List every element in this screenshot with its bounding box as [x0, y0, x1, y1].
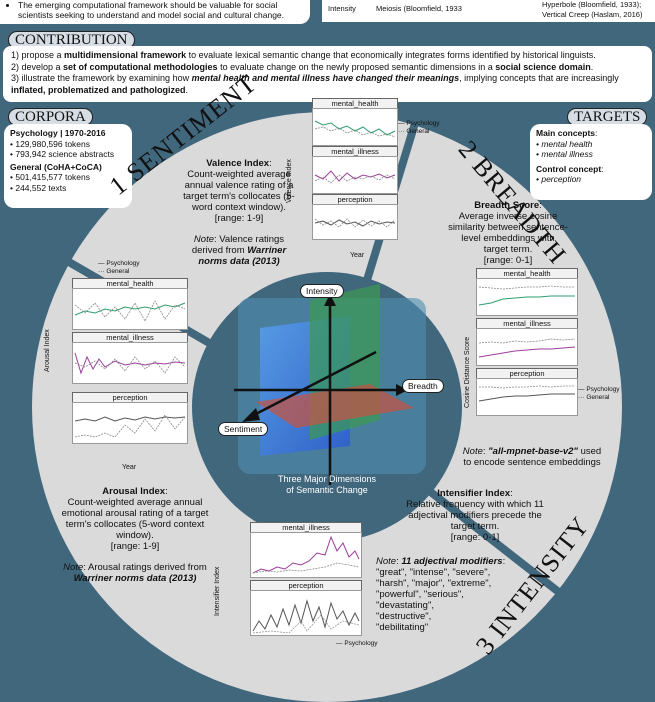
targets-box: Main concepts: • mental health • mental …	[530, 124, 652, 200]
modifier-line: "great", "intense", "severe",	[376, 567, 491, 578]
intensity-note: Note: 11 adjectival modifiers: "great", …	[376, 556, 516, 633]
intensity-plane	[256, 384, 414, 428]
corpora-header: CORPORA	[8, 108, 93, 126]
corpora-gen-item: • 501,415,577 tokens	[10, 172, 91, 182]
top-note-box: The emerging computational framework sho…	[0, 0, 310, 24]
intensifier-index-text: Intensifier Index: Relative frequency wi…	[406, 488, 544, 543]
contribution-item-3: 3) illustrate the framework by examining…	[11, 73, 619, 95]
targets-header: TARGETS	[567, 108, 648, 126]
modifier-line: "destructive",	[376, 611, 432, 622]
top-note-bullet: The emerging computational framework sho…	[18, 0, 304, 20]
valence-chart-p	[312, 204, 398, 240]
arousal-chart-p	[72, 402, 188, 444]
modifier-line: "harsh", "major", "extreme",	[376, 578, 492, 589]
top-table-col2a: Hyperbole (Bloomfield, 1933);	[542, 0, 642, 9]
breadth-chart-mi	[476, 328, 578, 366]
arousal-index-text: Arousal Index: Count-weighted average an…	[61, 486, 209, 584]
valence-legend: — Psychology··· General	[398, 120, 440, 135]
valence-xlabel: Year	[350, 252, 365, 259]
targets-control-item: • perception	[536, 174, 582, 184]
intensity-axis-label: Intensity	[300, 284, 344, 298]
top-table-col1: Meiosis (Bloomfield, 1933	[376, 4, 462, 13]
valence-chart-mi	[312, 156, 398, 194]
corpora-gen-title: General (CoHA+CoCA)	[10, 161, 102, 172]
modifier-line: "debilitating"	[376, 622, 429, 633]
breadth-score-text: Breadth Score: Average inverse cosine si…	[448, 200, 568, 266]
breadth-plot: Cosine Distance Score mental_health ment…	[464, 268, 620, 448]
targets-main-item: • mental health	[536, 138, 593, 149]
dimension-diagram	[234, 284, 426, 485]
valence-plot: Valence Index mental_health — Psychology…	[286, 98, 440, 266]
valence-chart-mh	[312, 108, 398, 146]
modifier-line: "powerful", "serious",	[376, 589, 464, 600]
intensifier-chart-p	[250, 590, 362, 636]
corpora-psych-item: • 129,980,596 tokens	[10, 138, 91, 149]
arousal-legend: — Psychology··· General	[98, 260, 140, 275]
targets-main-item: • mental illness	[536, 149, 593, 159]
valence-ylabel: Valence Index	[286, 159, 293, 203]
contribution-item-2: 2) develop a set of computational method…	[11, 61, 594, 72]
breadth-chart-p	[476, 378, 578, 416]
intensifier-chart-mi	[250, 532, 362, 578]
contribution-box: 1) propose a multidimensional framework …	[3, 46, 652, 102]
breadth-axis-label: Breadth	[402, 379, 444, 393]
arousal-xlabel: Year	[122, 464, 137, 471]
contribution-item-1: 1) propose a multidimensional framework …	[11, 50, 596, 60]
corpora-box: Psychology | 1970-2016 • 129,980,596 tok…	[4, 124, 132, 208]
breadth-legend: — Psychology··· General	[578, 386, 620, 401]
corpora-gen-item: • 244,552 texts	[10, 182, 67, 193]
diagram-caption: Three Major Dimensions of Semantic Chang…	[277, 474, 377, 495]
arousal-chart-mh	[72, 288, 188, 330]
intensifier-legend: — Psychology	[336, 640, 378, 647]
top-table-row-label: Intensity	[328, 4, 356, 13]
modifier-line: "devastating",	[376, 600, 434, 611]
targets-control-label: Control concept	[536, 163, 602, 174]
contribution-header: CONTRIBUTION	[8, 31, 135, 49]
top-table-col2b: Vertical Creep (Haslam, 2016)	[542, 10, 643, 19]
arousal-ylabel: Arousal Index	[44, 329, 51, 372]
arousal-chart-mi	[72, 342, 188, 384]
top-table: Intensity Meiosis (Bloomfield, 1933 Hype…	[322, 0, 655, 22]
intensifier-ylabel: Intensifier Index	[214, 566, 221, 616]
arousal-plot: — Psychology··· General Arousal Index me…	[44, 260, 194, 471]
breadth-ylabel: Cosine Distance Score	[464, 336, 471, 408]
corpora-psych-title: Psychology | 1970-2016	[10, 128, 106, 138]
corpora-psych-item: • 793,942 science abstracts	[10, 149, 115, 159]
intensifier-plot: Intensifier Index mental_illness percept…	[214, 520, 378, 655]
breadth-chart-mh	[476, 278, 578, 316]
breadth-note: Note: "all-mpnet-base-v2" used to encode…	[462, 446, 602, 468]
sentiment-axis-label: Sentiment	[218, 422, 269, 436]
valence-index-text: Valence Index: Count-weighted average an…	[183, 158, 295, 267]
targets-main-label: Main concepts	[536, 128, 596, 138]
